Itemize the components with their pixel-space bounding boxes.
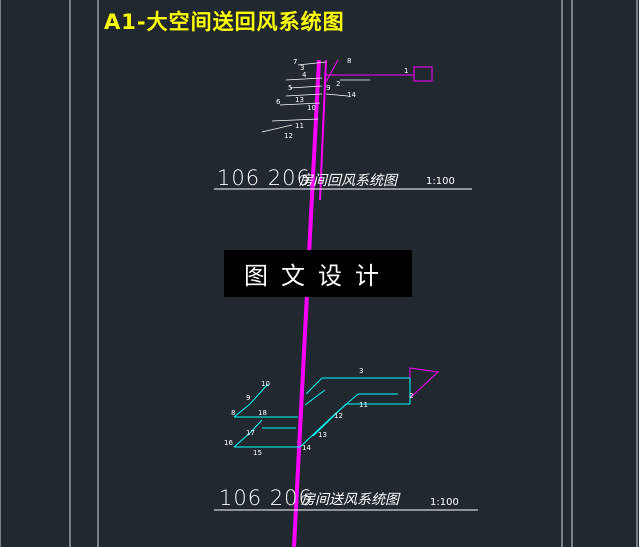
return-node-label: 13 [295,96,304,104]
return-node-label: 2 [336,80,340,88]
supply-node-label: 3 [359,367,363,375]
return-node-label: 14 [347,91,356,99]
main-riser [292,59,327,547]
supply-node-label: 13 [318,431,327,439]
supply-node-label: 18 [258,409,267,417]
supply-node-label: 10 [261,380,270,388]
return-system-scale: 1:100 [426,176,455,187]
return-node-label: 10 [307,104,316,112]
supply-system-name: 房间送风系统图 [301,492,399,508]
return-node-label: 9 [326,84,330,92]
return-node-label: 11 [295,122,304,130]
return-node-label: 6 [276,98,281,106]
return-node-label: 12 [284,132,293,140]
supply-node-label: 14 [302,444,311,452]
supply-node-label: 8 [231,409,235,417]
return-node-label: 5 [288,84,292,92]
supply-node-label: 9 [246,394,250,402]
drawing-title: A1-大空间送回风系统图 [104,10,345,34]
return-air-system-diagram: 1 2 3 4 5 6 7 8 9 10 11 12 13 14 [214,57,472,190]
supply-node-label: 12 [334,412,343,420]
supply-system-scale: 1:100 [430,497,459,508]
return-node-label: 4 [302,71,307,79]
return-node-label: 1 [404,67,408,75]
supply-air-system-diagram: 2 3 8 9 10 11 12 13 14 15 16 17 18 [214,367,478,511]
supply-node-label: 11 [359,401,368,409]
return-node-label: 3 [300,64,304,72]
return-node-label: 7 [293,58,297,66]
supply-node-label: 17 [246,429,255,437]
watermark-banner: 图文设计 [224,250,412,297]
supply-system-number: 106 206 [219,486,313,510]
return-duct-branches [261,61,370,133]
return-duct-lines [325,59,433,83]
return-system-name: 房间回风系统图 [299,173,397,189]
supply-node-label: 16 [224,439,233,447]
return-system-number: 106 206 [217,166,311,190]
supply-node-labels: 2 3 8 9 10 11 12 13 14 15 16 17 18 [224,367,413,457]
return-node-labels: 1 2 3 4 5 6 7 8 9 10 11 12 13 14 [276,57,408,140]
supply-node-label: 2 [409,392,413,400]
supply-duct-lines [233,367,440,448]
return-node-label: 8 [347,57,351,65]
supply-node-label: 15 [253,449,262,457]
